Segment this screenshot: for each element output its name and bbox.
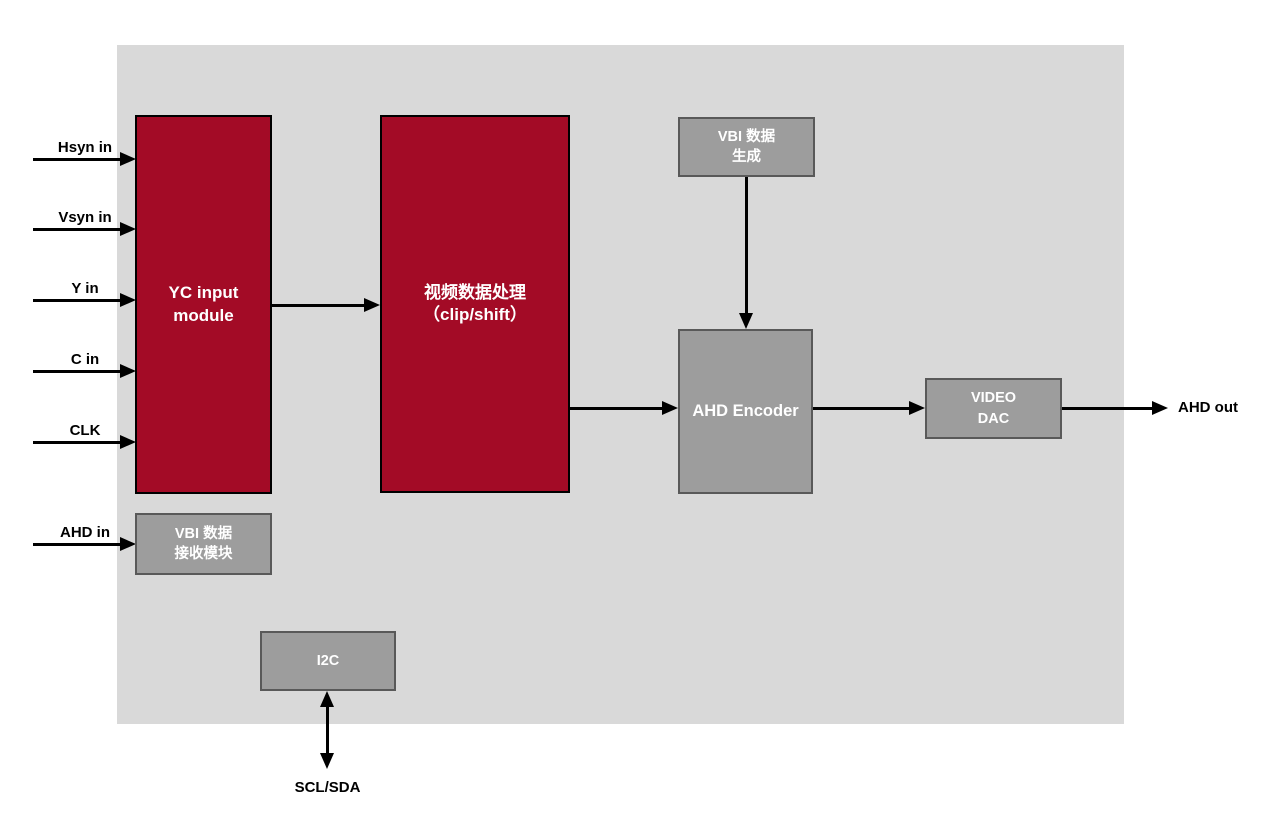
arrow-clk — [33, 441, 123, 444]
arrow-dac-to-ahd-out — [1062, 407, 1154, 410]
arrowhead-icon — [320, 753, 334, 769]
arrowhead-icon — [120, 364, 136, 378]
arrowhead-icon — [739, 313, 753, 329]
block-vbi-data-generate: VBI 数据 生成 — [678, 117, 815, 177]
arrowhead-icon — [120, 537, 136, 551]
block-video-data-processing: 视频数据处理 （clip/shift） — [380, 115, 570, 493]
pin-label-ahd-in: AHD in — [60, 524, 110, 541]
arrow-vbi-generate-to-encoder — [745, 177, 748, 315]
block-label: VBI 数据 接收模块 — [174, 525, 233, 562]
arrowhead-icon — [120, 222, 136, 236]
block-label: VIDEO DAC — [970, 390, 1017, 427]
block-label: I2C — [316, 652, 340, 669]
arrowhead-icon — [1152, 401, 1168, 415]
pin-label-ahd-out: AHD out — [1178, 399, 1238, 416]
block-ahd-encoder: AHD Encoder — [678, 329, 813, 494]
pin-label-clk: CLK — [69, 422, 101, 439]
arrow-encoder-to-dac — [813, 407, 911, 410]
arrow-i2c-scl-sda — [326, 703, 329, 755]
block-video-dac: VIDEO DAC — [925, 378, 1062, 439]
arrowhead-icon — [320, 691, 334, 707]
arrow-c-in — [33, 370, 123, 373]
block-i2c: I2C — [260, 631, 396, 691]
arrow-hsyn-in — [33, 158, 123, 161]
arrow-vsyn-in — [33, 228, 123, 231]
arrow-yc-to-video-processing — [272, 304, 366, 307]
pin-label-y-in: Y in — [71, 280, 99, 297]
pin-label-scl-sda: SCL/SDA — [294, 779, 361, 796]
arrowhead-icon — [120, 293, 136, 307]
arrow-ahd-in — [33, 543, 123, 546]
pin-label-vsyn-in: Vsyn in — [58, 209, 112, 226]
arrowhead-icon — [662, 401, 678, 415]
block-label: VBI 数据 生成 — [717, 128, 776, 165]
block-label: AHD Encoder — [692, 401, 799, 420]
arrowhead-icon — [364, 298, 380, 312]
block-yc-input-module: YC input module — [135, 115, 272, 494]
arrowhead-icon — [120, 435, 136, 449]
block-vbi-data-receive: VBI 数据 接收模块 — [135, 513, 272, 575]
pin-label-c-in: C in — [70, 351, 100, 368]
arrowhead-icon — [909, 401, 925, 415]
pin-label-hsyn-in: Hsyn in — [57, 139, 113, 156]
arrow-video-processing-to-encoder — [570, 407, 664, 410]
block-label: YC input module — [168, 283, 239, 325]
arrowhead-icon — [120, 152, 136, 166]
block-label: 视频数据处理 （clip/shift） — [423, 282, 527, 324]
arrow-y-in — [33, 299, 123, 302]
